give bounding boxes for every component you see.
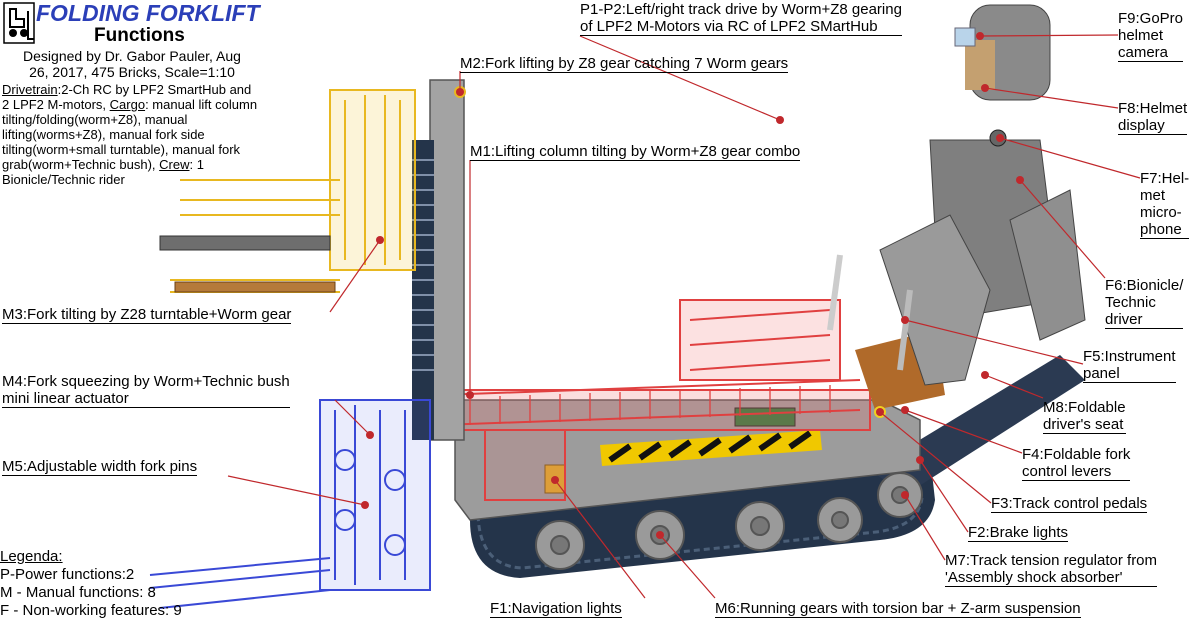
- callout-dots: [361, 32, 1024, 539]
- legend-item: P-Power functions:2: [0, 566, 135, 583]
- label-line: mini linear actuator: [2, 390, 129, 407]
- label-f2: F2:Brake lights: [968, 524, 1069, 542]
- designed-by-info: Designed by Dr. Gabor Pauler, Aug 26, 20…: [4, 48, 260, 80]
- app-subtitle: Functions: [94, 25, 185, 46]
- label-line: F8:Helmet: [1118, 100, 1188, 117]
- label-m6: M6:Running gears with torsion bar + Z-ar…: [715, 600, 1081, 618]
- label-m7: M7:Track tension regulator from 'Assembl…: [945, 552, 1158, 587]
- cargo-text: : manual lift column tilting/folding(wor…: [2, 97, 258, 172]
- label-f6: F6:Bionicle/ Technic driver: [1105, 277, 1184, 329]
- label-line: camera: [1118, 44, 1169, 61]
- label-line: of LPF2 M-Motors via RC of LPF2 SMartHub: [580, 18, 878, 35]
- legend: Legenda: P-Power functions:2 M - Manual …: [0, 548, 182, 620]
- label-line: M6:Running gears with torsion bar + Z-ar…: [715, 600, 1081, 617]
- label-line: M4:Fork squeezing by Worm+Technic bush: [2, 373, 290, 390]
- label-line: F2:Brake lights: [968, 524, 1069, 541]
- label-line: Technic: [1105, 294, 1156, 311]
- label-line: F7:Hel-: [1140, 170, 1190, 187]
- label-f3: F3:Track control pedals: [991, 495, 1148, 513]
- label-line: M5:Adjustable width fork pins: [2, 458, 198, 475]
- label-line: P1-P2:Left/right track drive by Worm+Z8 …: [580, 1, 902, 18]
- label-m5: M5:Adjustable width fork pins: [2, 458, 198, 476]
- label-f5: F5:Instrument panel: [1083, 348, 1176, 383]
- forklift-logo-icon: [3, 2, 35, 44]
- label-m3: M3:Fork tilting by Z28 turntable+Worm ge…: [2, 306, 292, 324]
- label-line: F4:Foldable fork: [1022, 446, 1131, 463]
- label-line: control levers: [1022, 463, 1112, 480]
- bionicle-driver: [827, 4, 1086, 418]
- label-line: helmet: [1118, 27, 1164, 44]
- label-line: display: [1118, 117, 1165, 134]
- cargo-key: Cargo: [109, 97, 146, 112]
- label-line: F3:Track control pedals: [991, 495, 1148, 512]
- label-m1: M1:Lifting column tilting by Worm+Z8 gea…: [470, 143, 801, 161]
- label-line: M1:Lifting column tilting by Worm+Z8 gea…: [470, 143, 801, 160]
- label-line: M7:Track tension regulator from: [945, 552, 1158, 569]
- label-line: micro-: [1140, 204, 1182, 221]
- fork-arms-gray: [159, 235, 336, 293]
- label-m2: M2:Fork lifting by Z8 gear catching 7 Wo…: [460, 55, 789, 73]
- app-title: FOLDING FORKLIFT: [36, 0, 260, 26]
- legend-item: M - Manual functions: 8: [0, 584, 156, 601]
- label-line: panel: [1083, 365, 1120, 382]
- crew-key: Crew: [159, 157, 190, 172]
- fork-pins-blue: [149, 399, 431, 609]
- label-line: 'Assembly shock absorber': [945, 569, 1123, 586]
- fork-carriage-yellow: [170, 89, 416, 293]
- label-line: F6:Bionicle/: [1105, 277, 1184, 294]
- label-p1-p2: P1-P2:Left/right track drive by Worm+Z8 …: [580, 1, 902, 36]
- legend-item: F - Non-working features: 9: [0, 602, 182, 619]
- model-description: Drivetrain:2-Ch RC by LPF2 SmartHub and …: [2, 82, 260, 187]
- label-line: F5:Instrument: [1083, 348, 1176, 365]
- designed-by-line: Designed by Dr. Gabor Pauler, Aug: [23, 48, 241, 64]
- label-line: driver's seat: [1043, 416, 1124, 433]
- label-line: F1:Navigation lights: [490, 600, 622, 617]
- drivetrain-text: :2-Ch RC by LPF2 SmartHub and 2 LPF2 M-m…: [2, 82, 252, 112]
- label-line: met: [1140, 187, 1166, 204]
- label-f1: F1:Navigation lights: [490, 600, 622, 618]
- label-line: driver: [1105, 311, 1143, 328]
- drivetrain-key: Drivetrain: [2, 82, 58, 97]
- callout-lines: [227, 34, 1141, 599]
- label-line: M3:Fork tilting by Z28 turntable+Worm ge…: [2, 306, 292, 323]
- label-f4: F4:Foldable fork control levers: [1022, 446, 1131, 481]
- label-line: M8:Foldable: [1043, 399, 1126, 416]
- label-f8: F8:Helmet display: [1118, 100, 1188, 135]
- label-m8: M8:Foldable driver's seat: [1043, 399, 1126, 434]
- crew-text: : 1 Bionicle/Technic rider: [2, 157, 204, 187]
- label-f9: F9:GoPro helmet camera: [1118, 10, 1184, 62]
- label-line: M2:Fork lifting by Z8 gear catching 7 Wo…: [460, 55, 789, 72]
- label-f7: F7:Hel- met micro- phone: [1140, 170, 1190, 239]
- label-line: phone: [1140, 221, 1182, 238]
- label-line: F9:GoPro: [1118, 10, 1184, 27]
- label-m4: M4:Fork squeezing by Worm+Technic bush m…: [2, 373, 290, 408]
- legend-heading: Legenda:: [0, 548, 63, 565]
- lifting-column: [412, 79, 466, 441]
- designed-by-line: 26, 2017, 475 Bricks, Scale=1:10: [29, 64, 235, 80]
